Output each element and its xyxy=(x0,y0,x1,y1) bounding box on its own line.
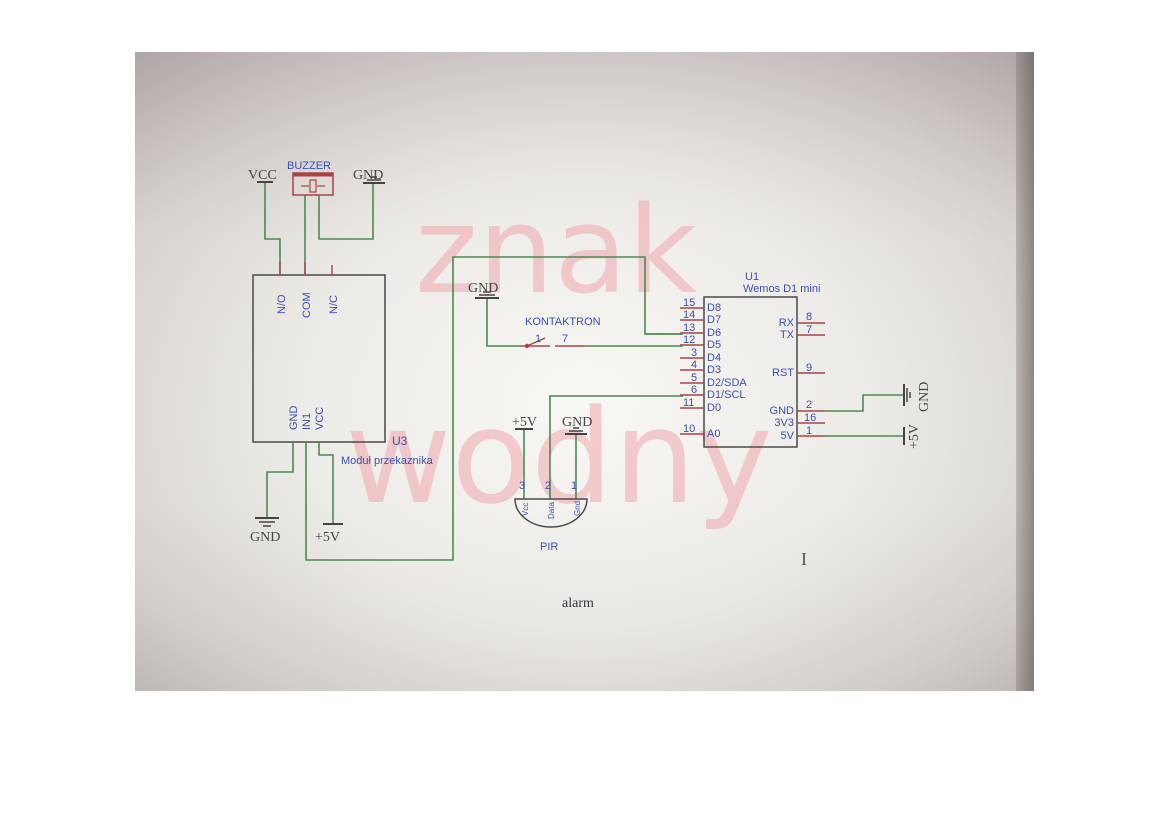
pir-label: PIR xyxy=(540,541,558,553)
relay-pin-in1: IN1 xyxy=(301,413,313,430)
pir-pin-gnd: Gnd xyxy=(573,501,582,516)
mcu-body xyxy=(703,296,798,448)
buzzer-wires xyxy=(264,183,374,274)
reed-ground-icon xyxy=(475,291,499,299)
relay-pin-no: N/O xyxy=(276,294,288,314)
mcu-pin-num-d6: 13 xyxy=(683,322,695,334)
mcu-pin-num-a0: 10 xyxy=(683,423,695,435)
pir-pin3: 3 xyxy=(519,480,525,492)
buzzer: VCC BUZZER GND xyxy=(248,160,385,196)
pir-pin1: 1 xyxy=(571,480,577,492)
mcu-ref: U1 xyxy=(745,271,759,283)
mcu-pin-num-d3: 4 xyxy=(691,359,697,371)
mcu-pin-d8: D8 xyxy=(707,302,721,314)
relay-name: Moduł przekaznika xyxy=(341,455,434,467)
watermark-line2: wodny xyxy=(345,381,773,533)
mcu-name: Wemos D1 mini xyxy=(743,283,820,295)
caption: alarm xyxy=(562,596,594,611)
mcu-pin-num-5v: 1 xyxy=(806,425,812,437)
mcu-pin-num-tx: 7 xyxy=(806,324,812,336)
ground-icon xyxy=(363,176,385,184)
mcu-pin-num-d1: 6 xyxy=(691,384,697,396)
mcu-pin-num-rx: 8 xyxy=(806,311,812,323)
mcu-gnd-label: GND xyxy=(917,382,932,412)
pir-ground-icon xyxy=(565,427,587,435)
relay-vcc-label: +5V xyxy=(315,530,340,545)
mcu-pin-num-rst: 9 xyxy=(806,362,812,374)
mcu-pin-num-d4: 3 xyxy=(691,347,697,359)
buzzer-label: BUZZER xyxy=(287,160,331,172)
mcu-vcc-label: +5V xyxy=(907,424,922,449)
schematic-photo: znak wodny VCC BUZZER GND xyxy=(135,52,1034,691)
buzzer-vcc-label: VCC xyxy=(248,168,277,183)
pir-pin-data: Data xyxy=(547,502,556,519)
pir-gnd-label: GND xyxy=(562,415,592,430)
relay-pin-com: COM xyxy=(301,292,313,318)
mcu-pin-num-d0: 11 xyxy=(683,397,694,409)
relay-module: N/O COM N/C GND IN1 VCC U3 Moduł przekaz… xyxy=(252,262,434,467)
relay-ref: U3 xyxy=(392,434,408,448)
photo-edge-shadow xyxy=(1016,52,1034,691)
mcu-pin-num-d2: 5 xyxy=(691,372,697,384)
mcu-pin-rst: RST xyxy=(772,367,794,379)
mcu-pin-d6: D6 xyxy=(707,327,721,339)
mcu-pin-3v3: 3V3 xyxy=(774,417,794,429)
reed-pin-b: 7 xyxy=(562,333,568,345)
relay-pin-vcc: VCC xyxy=(314,407,326,430)
wemos-d1-mini: U1 Wemos D1 mini 15 14 13 12 xyxy=(680,271,932,449)
pir-body xyxy=(514,498,588,528)
mcu-pin-num-gnd: 2 xyxy=(806,399,812,411)
relay-pin-gnd: GND xyxy=(288,406,300,431)
mcu-pin-d4: D4 xyxy=(707,352,721,364)
mcu-pin-gnd: GND xyxy=(770,405,795,417)
mcu-pin-d2-sda: D2/SDA xyxy=(707,377,747,389)
reed-switch: GND KONTAKTRON 1 7 xyxy=(468,281,683,349)
reed-pin-a: 1 xyxy=(535,333,541,345)
mcu-pin-num-d7: 14 xyxy=(683,309,695,321)
mcu-pin-d5: D5 xyxy=(707,339,721,351)
relay-pin-nc: N/C xyxy=(328,295,340,314)
mcu-pin-a0: A0 xyxy=(707,428,720,440)
watermark-line1: znak xyxy=(415,182,698,321)
relay-ground-icon xyxy=(255,517,279,527)
mcu-pin-num-d8: 15 xyxy=(683,297,695,309)
mcu-pin-d1-scl: D1/SCL xyxy=(707,389,746,401)
pir-pin2: 2 xyxy=(545,480,551,492)
reed-gnd-label: GND xyxy=(468,281,498,296)
relay-gnd-label: GND xyxy=(250,530,280,545)
mcu-pin-tx: TX xyxy=(780,329,795,341)
mcu-pin-d0: D0 xyxy=(707,402,721,414)
text-cursor-icon: I xyxy=(801,549,807,569)
buzzer-body xyxy=(292,172,334,196)
mcu-pin-rx: RX xyxy=(779,317,795,329)
mcu-pin-d3: D3 xyxy=(707,364,721,376)
schematic-diagram: znak wodny VCC BUZZER GND xyxy=(248,160,932,611)
mcu-ground-icon xyxy=(903,384,911,406)
reed-label: KONTAKTRON xyxy=(525,316,601,328)
mcu-pin-num-d5: 12 xyxy=(683,334,695,346)
mcu-pin-5v: 5V xyxy=(781,430,795,442)
mcu-pin-d7: D7 xyxy=(707,314,721,326)
mcu-pin-num-3v3: 16 xyxy=(804,412,816,424)
pir-sensor: +5V GND 3 2 1 Vcc Data Gnd PIR xyxy=(512,395,683,553)
pir-pin-vcc: Vcc xyxy=(521,503,530,516)
pir-vcc-label: +5V xyxy=(512,415,537,430)
